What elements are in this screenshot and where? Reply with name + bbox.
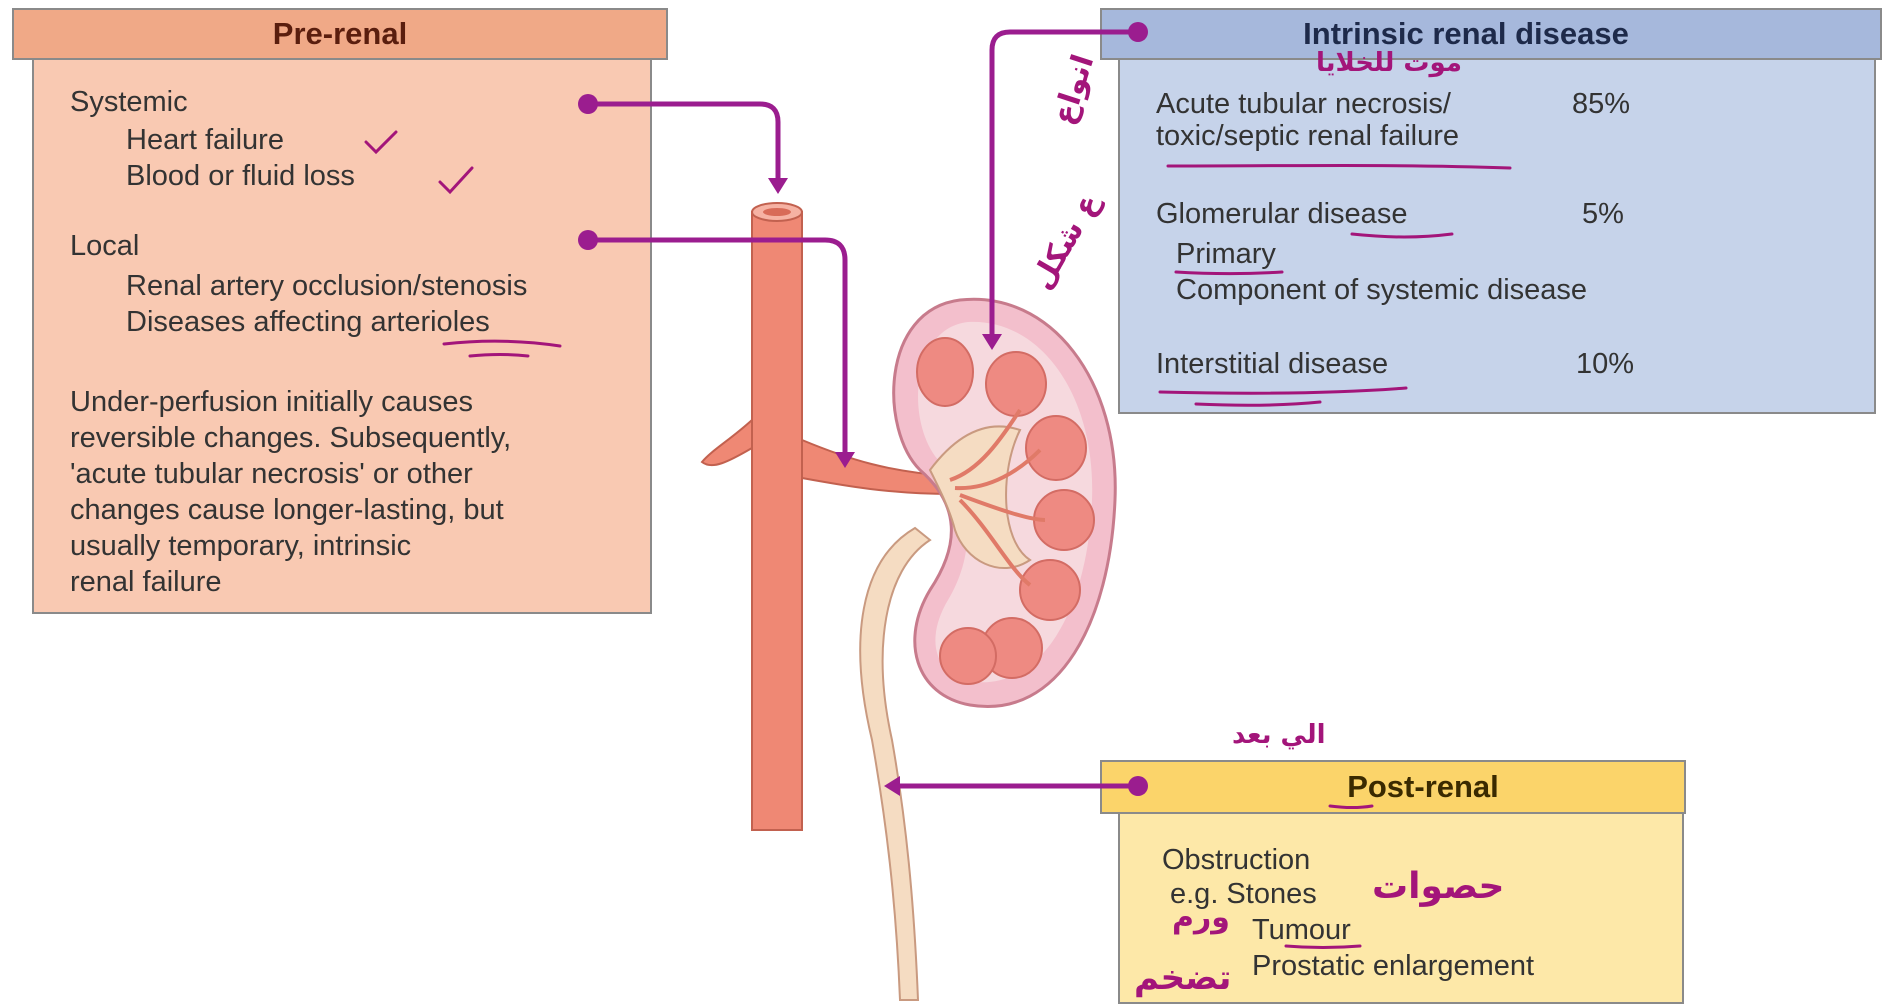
underline-mark xyxy=(1196,402,1320,405)
underline-mark xyxy=(444,341,560,346)
underline-mark xyxy=(1168,166,1510,169)
connector-dot xyxy=(578,94,598,114)
kidney xyxy=(894,299,1116,706)
connector-dot xyxy=(578,230,598,250)
connector-systemic xyxy=(588,104,778,180)
underline-mark xyxy=(470,355,528,357)
annotation-tumour: ورم xyxy=(1172,900,1230,935)
underline-mark xyxy=(1160,388,1406,393)
connector-local xyxy=(588,240,845,455)
ureter xyxy=(860,528,930,1000)
handwritten-marks xyxy=(366,132,1510,948)
underline-mark xyxy=(1352,234,1452,237)
annotation-stones: حصوات xyxy=(1372,866,1505,907)
annotation-cell-death: موت للخلايا xyxy=(1316,48,1462,78)
underline-mark xyxy=(1286,946,1360,948)
annotation-enlargement: تضخم xyxy=(1134,958,1231,998)
annotation-after: الي بعد xyxy=(1232,720,1326,750)
aorta xyxy=(702,203,952,830)
check-mark-icon xyxy=(440,168,472,192)
arrow-head xyxy=(768,178,788,194)
underline-mark xyxy=(1330,806,1372,808)
underline-mark xyxy=(1176,272,1282,274)
check-mark-icon xyxy=(366,132,396,152)
connector-dot xyxy=(1128,776,1148,796)
connector-dot xyxy=(1128,22,1148,42)
